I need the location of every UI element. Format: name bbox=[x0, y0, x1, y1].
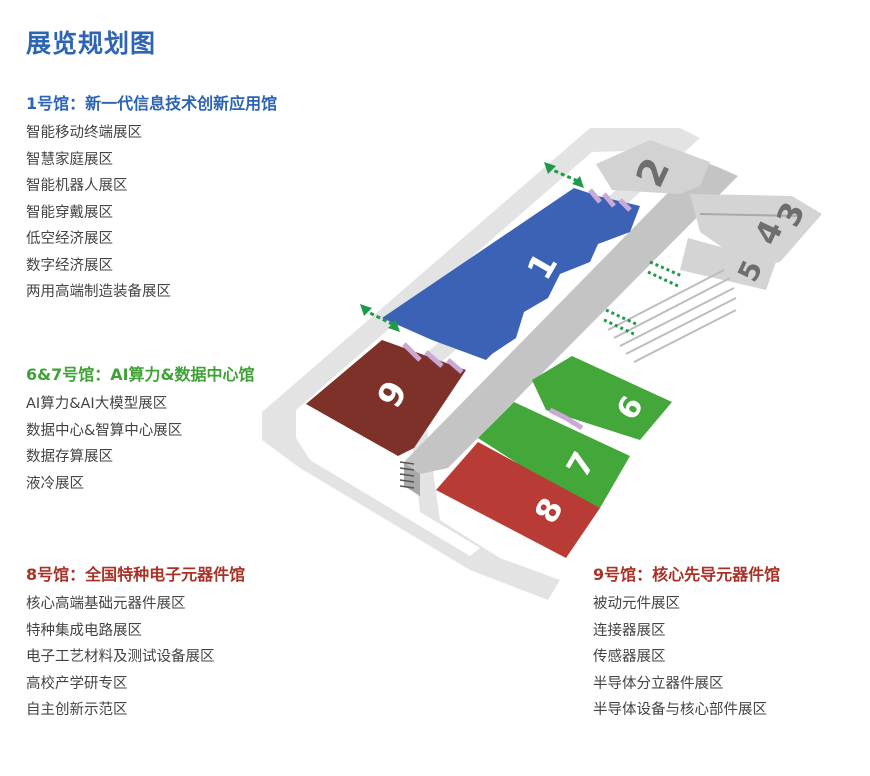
list-item: 高校产学研专区 bbox=[26, 675, 128, 692]
hall-67-links bbox=[548, 407, 584, 431]
list-item: 智能穿戴展区 bbox=[26, 204, 113, 221]
hall67-legend: 6&7号馆：AI算力&数据中心馆 AI算力&AI大模型展区 数据中心&智算中心展… bbox=[26, 361, 255, 497]
entrance-arrow-left bbox=[360, 304, 400, 332]
hall9-item-list: 被动元件展区 连接器展区 传感器展区 半导体分立器件展区 半导体设备与核心部件展… bbox=[593, 591, 780, 724]
hall1-legend: 1号馆：新一代信息技术创新应用馆 智能移动终端展区 智慧家庭展区 智能机器人展区… bbox=[26, 90, 277, 306]
hall-6-block bbox=[532, 356, 672, 440]
list-item: AI算力&AI大模型展区 bbox=[26, 396, 168, 412]
list-item: 半导体设备与核心部件展区 bbox=[593, 702, 767, 718]
list-item: 核心高端基础元器件展区 bbox=[26, 596, 186, 612]
hall-34-divider bbox=[699, 213, 801, 217]
hall9-legend: 9号馆：核心先导元器件馆 被动元件展区 连接器展区 传感器展区 半导体分立器件展… bbox=[593, 561, 780, 724]
hall-1-block bbox=[382, 188, 640, 360]
entrance-arrow-top bbox=[544, 162, 584, 188]
hall-8-block bbox=[436, 442, 600, 558]
hall8-legend: 8号馆：全国特种电子元器件馆 核心高端基础元器件展区 特种集成电路展区 电子工艺… bbox=[26, 561, 245, 724]
hall-9-links bbox=[402, 342, 464, 374]
list-item: 半导体分立器件展区 bbox=[593, 675, 724, 692]
hall67-item-list: AI算力&AI大模型展区 数据中心&智算中心展区 数据存算展区 液冷展区 bbox=[26, 391, 255, 497]
list-item: 智慧家庭展区 bbox=[26, 151, 113, 168]
road-inner bbox=[296, 150, 660, 556]
central-corridor bbox=[404, 160, 738, 474]
hall1-heading: 1号馆：新一代信息技术创新应用馆 bbox=[26, 94, 278, 113]
list-item: 传感器展区 bbox=[593, 649, 666, 665]
list-item: 连接器展区 bbox=[593, 622, 666, 639]
hall-34-block bbox=[690, 194, 822, 268]
list-item: 智能移动终端展区 bbox=[26, 125, 142, 141]
annex-stripes bbox=[607, 269, 737, 363]
hall8-item-list: 核心高端基础元器件展区 特种集成电路展区 电子工艺材料及测试设备展区 高校产学研… bbox=[26, 591, 245, 724]
hall-7-block bbox=[478, 402, 630, 508]
list-item: 数据中心&智算中心展区 bbox=[26, 422, 183, 439]
stairs-left bbox=[399, 461, 415, 489]
list-item: 特种集成电路展区 bbox=[26, 622, 142, 639]
road-loop bbox=[262, 128, 700, 600]
list-item: 液冷展区 bbox=[26, 475, 84, 492]
hall9-heading: 9号馆：核心先导元器件馆 bbox=[593, 565, 781, 584]
hall-5-block bbox=[680, 238, 776, 290]
list-item: 智能机器人展区 bbox=[26, 178, 128, 194]
list-item: 低空经济展区 bbox=[26, 231, 113, 247]
list-item: 两用高端制造装备展区 bbox=[26, 284, 171, 300]
list-item: 电子工艺材料及测试设备展区 bbox=[26, 649, 215, 665]
page-title: 展览规划图 bbox=[26, 29, 157, 58]
list-item: 数字经济展区 bbox=[26, 257, 113, 274]
hall-2-block bbox=[596, 140, 710, 194]
hall-1-links bbox=[588, 188, 632, 212]
list-item: 数据存算展区 bbox=[26, 449, 113, 465]
hall1-item-list: 智能移动终端展区 智慧家庭展区 智能机器人展区 智能穿戴展区 低空经济展区 数字… bbox=[26, 120, 277, 306]
list-item: 自主创新示范区 bbox=[26, 702, 128, 718]
hall8-heading: 8号馆：全国特种电子元器件馆 bbox=[26, 565, 246, 584]
list-item: 被动元件展区 bbox=[593, 596, 680, 612]
hall67-heading: 6&7号馆：AI算力&数据中心馆 bbox=[26, 365, 255, 384]
hall-9-block bbox=[306, 340, 466, 456]
